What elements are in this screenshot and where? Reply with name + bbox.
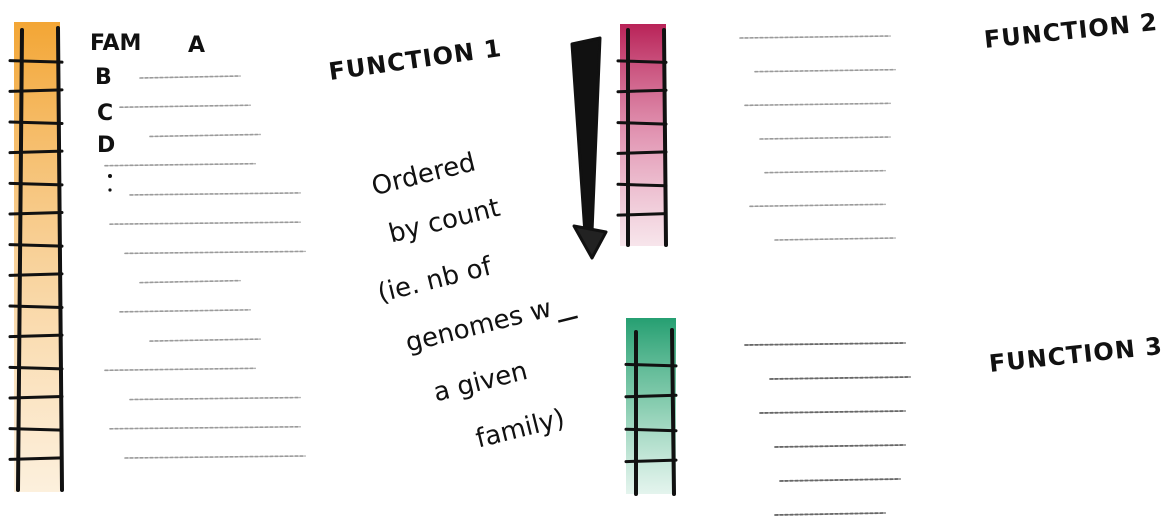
function-2-placeholder-line — [765, 171, 885, 173]
family-label-header: FAM — [90, 31, 141, 56]
function-1-placeholder-lines — [105, 76, 305, 458]
function-3-placeholder-line — [775, 513, 885, 515]
function-2-segment-divider — [618, 61, 666, 63]
family-label-c: C — [97, 101, 113, 126]
function-1-placeholder-line — [130, 398, 300, 400]
function-1-placeholder-line — [110, 427, 300, 429]
function-2-segment-divider — [618, 123, 666, 125]
function-1-placeholder-line — [105, 164, 255, 166]
function-2-segment-divider — [618, 214, 666, 216]
function-3-segment-divider — [626, 460, 676, 462]
function-3-placeholder-line — [780, 479, 900, 481]
ordering-annotation: Ordered by count (ie. nb of genomes w a … — [349, 132, 604, 469]
function-2-bar — [618, 24, 666, 246]
ordering-arrow — [572, 38, 606, 258]
function-1-segment-divider — [10, 151, 62, 153]
function-2-title: FUNCTION 2 — [983, 8, 1159, 54]
function-3-placeholder-line — [770, 377, 910, 379]
function-1-placeholder-line — [105, 368, 255, 370]
function-1-segment-divider — [10, 429, 62, 431]
annotation-line-1: Ordered — [369, 147, 479, 202]
function-1-placeholder-line — [140, 76, 240, 78]
function-1-segment-divider — [10, 397, 62, 399]
annotation-line-6: family) — [473, 403, 568, 454]
annotation-line-2: by count — [386, 193, 503, 250]
function-1-segment-divider — [10, 122, 62, 124]
function-3-bar-fill — [626, 318, 676, 494]
function-3-bar — [626, 318, 676, 494]
function-3-segment-divider — [626, 429, 676, 431]
function-1-segment-divider — [10, 245, 62, 247]
function-1-placeholder-line — [130, 193, 300, 195]
function-1-segment-divider — [10, 458, 62, 460]
function-1-bar — [10, 22, 62, 492]
function-2-placeholder-lines — [740, 36, 895, 240]
function-3-placeholder-line — [775, 445, 905, 447]
function-2-segment-divider — [618, 90, 666, 92]
function-3-segment-divider — [626, 395, 676, 397]
function-3-segment-divider — [626, 364, 676, 366]
function-1-placeholder-line — [125, 251, 305, 253]
function-1-segment-divider — [10, 274, 62, 276]
annotation-line-3: (ie. nb of — [375, 251, 496, 308]
function-1-title: FUNCTION 1 — [327, 34, 504, 86]
function-2-placeholder-line — [755, 70, 895, 72]
function-1-segment-divider — [10, 367, 62, 369]
function-2-placeholder-line — [740, 36, 890, 38]
function-1-segment-divider — [10, 183, 62, 185]
function-1-segment-divider — [10, 90, 62, 92]
function-1-placeholder-line — [125, 456, 305, 458]
function-3-placeholder-lines — [745, 343, 910, 515]
function-1-segment-divider — [10, 61, 62, 63]
function-1-segment-divider — [10, 213, 62, 215]
family-label-a: A — [188, 33, 205, 58]
ellipsis-dots — [108, 174, 112, 192]
function-2-placeholder-line — [775, 238, 895, 240]
function-3-placeholder-line — [760, 411, 905, 413]
function-1-segment-divider — [10, 335, 62, 337]
annotation-line-5: a given — [430, 356, 530, 408]
function-1-placeholder-line — [150, 339, 260, 341]
function-2-placeholder-line — [750, 204, 885, 206]
function-2-placeholder-line — [760, 137, 890, 139]
annotation-underline — [558, 317, 577, 322]
function-1-placeholder-line — [120, 310, 250, 312]
function-3-placeholder-line — [745, 343, 905, 345]
family-label-b: B — [95, 65, 112, 90]
function-2-segment-divider — [618, 184, 666, 186]
function-2-segment-divider — [618, 152, 666, 154]
function-1-segment-divider — [10, 306, 62, 308]
annotation-line-4: genomes w — [403, 293, 555, 358]
function-1-placeholder-line — [140, 281, 240, 283]
function-3-title: FUNCTION 3 — [988, 332, 1164, 378]
family-label-d: D — [97, 133, 115, 158]
function-1-placeholder-line — [110, 222, 300, 224]
function-1-placeholder-line — [120, 105, 250, 107]
function-1-placeholder-line — [150, 134, 260, 136]
function-2-placeholder-line — [745, 103, 890, 105]
